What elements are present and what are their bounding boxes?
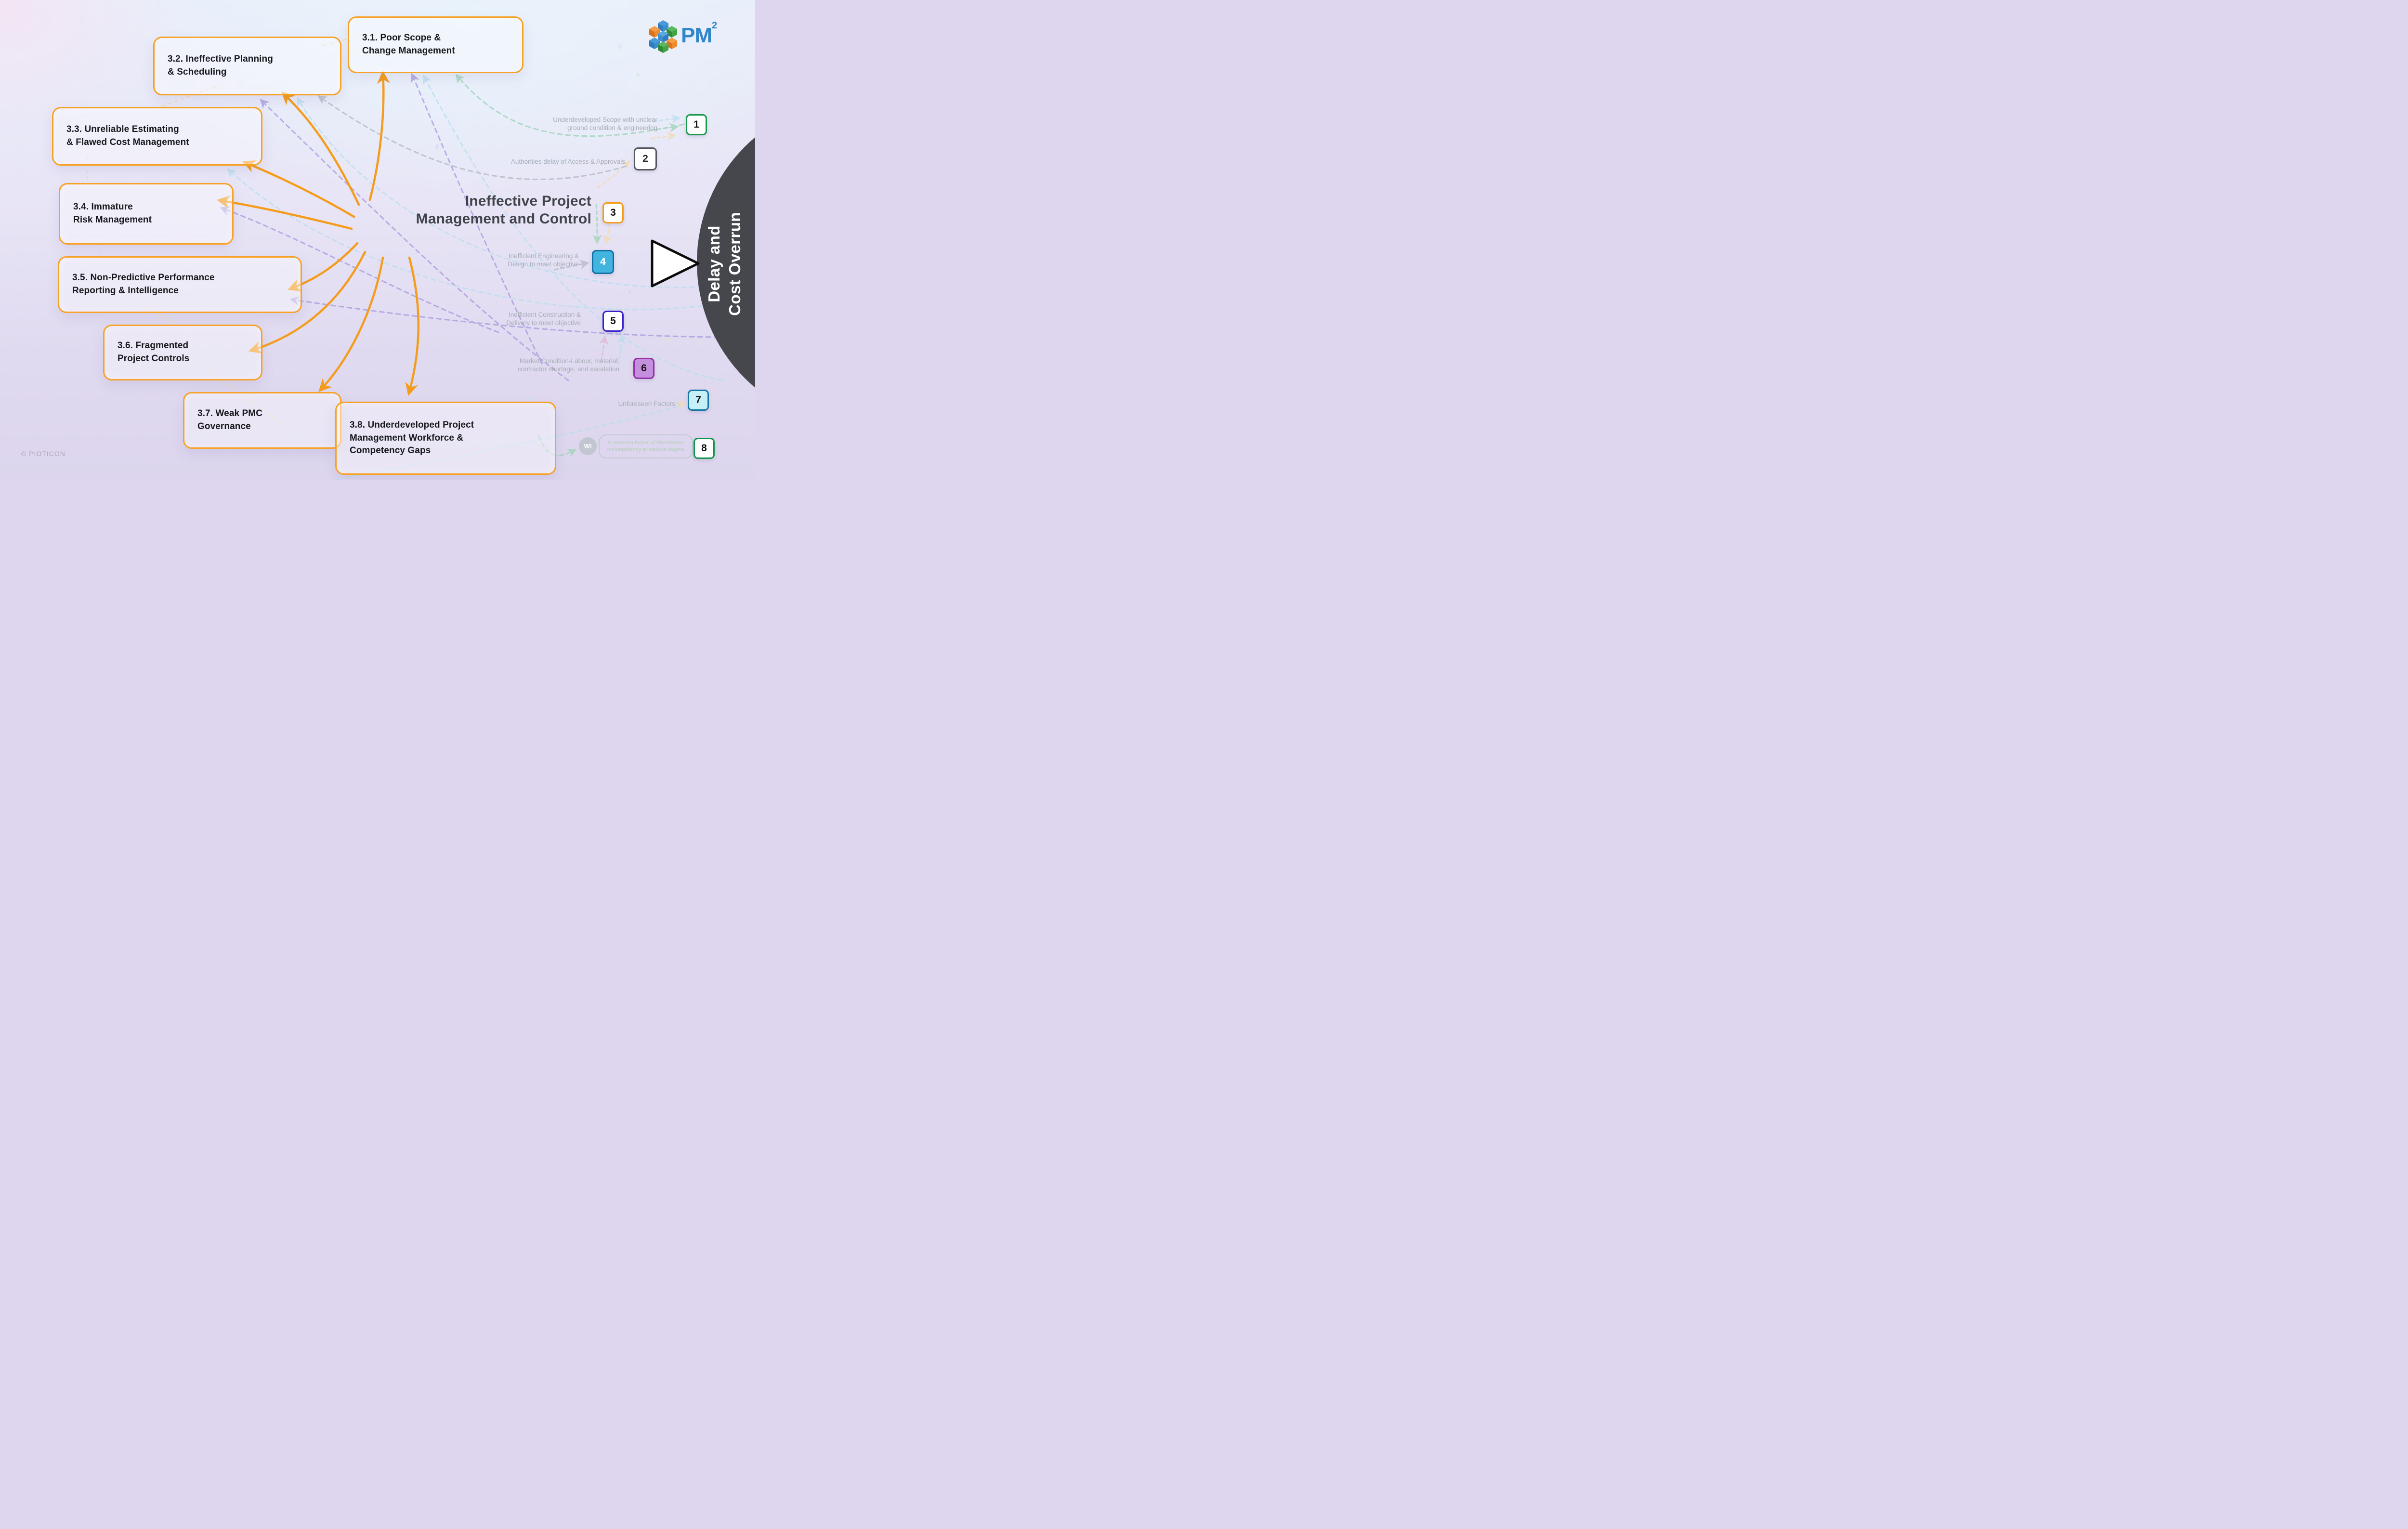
outcome-pointer-icon xyxy=(651,239,700,288)
outcome-label-line2: Cost Overrun xyxy=(726,212,744,316)
cause-label-5: Inefficient Construction & Delivery to m… xyxy=(436,311,581,327)
issue-box-3-8: 3.8. Underdeveloped Project Management W… xyxy=(335,402,556,475)
issue-label: Governance xyxy=(197,421,251,431)
central-title-line2: Management and Control xyxy=(416,210,591,227)
cause-label-line: Market Condition-Labour, material, xyxy=(519,357,619,365)
flow-arrows-layer xyxy=(86,39,752,480)
cause-badge-3: 3 xyxy=(602,202,624,223)
cause-label-line: Inefficient Construction & xyxy=(509,311,581,318)
issue-box-3-7: 3.7. Weak PMC Governance xyxy=(183,392,341,449)
issue-label: Management Workforce & xyxy=(350,432,464,443)
cause-label-line: Authorities delay of Access & Approvals xyxy=(510,158,625,165)
cause-label-7: Unforeseen Factors xyxy=(555,400,675,408)
badge-number: 3 xyxy=(610,207,616,218)
outcome-label: Delay and Cost Overrun xyxy=(704,187,746,341)
badge-number: 7 xyxy=(695,394,701,405)
issue-label: 3.5. Non-Predictive Performance xyxy=(72,273,215,283)
wi-badge-label: WI xyxy=(584,443,592,450)
badge-number: 6 xyxy=(641,363,647,374)
issue-label: Risk Management xyxy=(73,215,152,225)
cause-badge-1: 1 xyxy=(686,114,707,135)
cause-label-line: Design to meet objective xyxy=(508,260,579,268)
cause-label-line: A common factor of Workforce+ xyxy=(607,440,684,446)
issue-label: 3.1. Poor Scope & xyxy=(362,33,441,43)
logo-cubes-icon xyxy=(649,20,677,53)
cause-label-8-pill: A common factor of Workforce+ Incompeten… xyxy=(599,434,693,458)
central-title: Ineffective Project Management and Contr… xyxy=(337,193,591,228)
issue-box-3-6: 3.6. Fragmented Project Controls xyxy=(103,325,262,380)
cause-badge-6: 6 xyxy=(633,358,654,379)
issue-label: Change Management xyxy=(362,46,455,56)
badge-number: 8 xyxy=(701,443,707,454)
issue-label: Project Controls xyxy=(118,353,190,364)
issue-label: 3.8. Underdeveloped Project xyxy=(350,420,474,431)
central-title-line1: Ineffective Project xyxy=(465,193,591,209)
cause-badge-2: 2 xyxy=(634,147,657,170)
cause-label-line: Incompetency at various degree xyxy=(607,446,685,452)
badge-number: 4 xyxy=(600,256,606,267)
cause-label-line: Inefficient Engineering & xyxy=(508,252,579,260)
issue-box-3-1: 3.1. Poor Scope & Change Management xyxy=(348,16,523,73)
cause-label-line: contractor shortage, and escalation xyxy=(518,365,619,373)
issue-label: & Flawed Cost Management xyxy=(66,137,189,147)
cause-label-4: Inefficient Engineering & Design to meet… xyxy=(434,252,579,269)
cause-label-line: Delivery to meet objective xyxy=(506,319,581,327)
infographic-canvas: Delay and Cost Overrun Ineffective Proje… xyxy=(0,0,755,480)
issue-label: 3.6. Fragmented xyxy=(118,340,189,351)
logo-pm: PM xyxy=(681,24,712,47)
issue-label: Competency Gaps xyxy=(350,445,431,456)
issue-box-3-4: 3.4. Immature Risk Management xyxy=(59,183,234,245)
issue-label: 3.2. Ineffective Planning xyxy=(168,54,273,65)
issue-label: 3.7. Weak PMC xyxy=(197,408,263,419)
badge-number: 2 xyxy=(642,153,648,164)
cause-badge-7: 7 xyxy=(688,390,709,411)
cause-label-6: Market Condition-Labour, material, contr… xyxy=(460,357,619,374)
badge-number: 1 xyxy=(694,119,699,130)
badge-number: 5 xyxy=(610,315,616,327)
issue-label: & Scheduling xyxy=(168,67,227,77)
issue-label: 3.3. Unreliable Estimating xyxy=(66,124,179,135)
logo-superscript: 2 xyxy=(712,20,717,31)
issue-box-3-3: 3.3. Unreliable Estimating & Flawed Cost… xyxy=(52,107,262,166)
issue-label: Reporting & Intelligence xyxy=(72,286,179,296)
issue-label: 3.4. Immature xyxy=(73,202,133,212)
wi-badge: WI xyxy=(579,437,597,455)
cause-label-line: Unforeseen Factors xyxy=(618,400,675,407)
outcome-label-line1: Delay and xyxy=(705,225,723,302)
cause-badge-4: 4 xyxy=(592,250,614,274)
cause-label-line: Underdeveloped Scope with unclear xyxy=(553,116,657,123)
cause-badge-5: 5 xyxy=(602,311,624,332)
pm2-logo: PM2 xyxy=(648,19,717,54)
cause-label-2: Authorities delay of Access & Approvals xyxy=(466,158,625,166)
issue-box-3-5: 3.5. Non-Predictive Performance Reportin… xyxy=(58,256,302,313)
cause-label-1: Underdeveloped Scope with unclear ground… xyxy=(498,116,657,132)
logo-text: PM2 xyxy=(681,19,717,52)
copyright-text: © PIOTICON xyxy=(21,450,65,457)
issue-box-3-2: 3.2. Ineffective Planning & Scheduling xyxy=(153,37,341,95)
cause-label-line: ground condition & engineering xyxy=(567,124,657,131)
cause-badge-8: 8 xyxy=(694,438,715,459)
